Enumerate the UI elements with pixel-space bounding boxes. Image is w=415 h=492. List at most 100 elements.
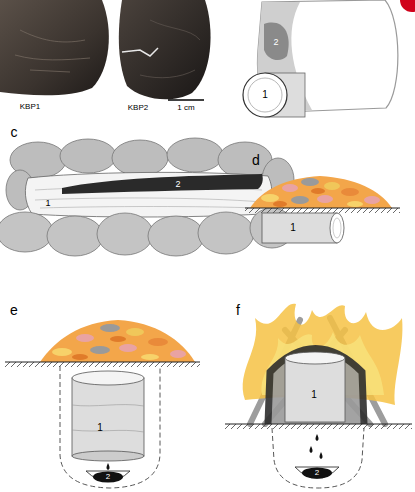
leaf-pile-d-part [261, 194, 279, 202]
leaf-pile-d-part [301, 178, 319, 186]
ground-line [245, 208, 400, 213]
stone-hearth-front-part [97, 213, 153, 255]
tar-photo-kbp1-part [15, 30, 90, 72]
ground-line-part [245, 208, 400, 213]
leaf-pile-e-part [141, 354, 159, 360]
callout-number: 2 [175, 180, 180, 189]
callout-number: 1 [45, 199, 50, 208]
callout-number: 2 [315, 469, 319, 477]
tar-drops-part [320, 452, 323, 459]
leaf-pile-d-part [282, 184, 298, 192]
ground-line-part [5, 362, 200, 363]
panel-letter: e [10, 303, 18, 317]
tar-photo-kbp2 [119, 0, 211, 99]
collecting-dish [295, 467, 339, 479]
leaf-pile-e-part [72, 354, 88, 360]
leaf-pile-e-part [40, 320, 195, 362]
leaf-pile-e-part [90, 346, 110, 354]
leaf-pile-e [40, 320, 195, 362]
collecting-dish-part [93, 472, 123, 483]
heated-log [285, 352, 345, 422]
callout-number: 1 [262, 90, 268, 100]
upright-log-part [72, 378, 144, 456]
tar-sketch-part [243, 73, 287, 117]
ground-line-part [225, 424, 412, 425]
ground-line [5, 362, 200, 367]
stone-hearth-front [0, 208, 294, 256]
leaf-pile-e-part [148, 338, 168, 346]
upright-log-part [72, 371, 144, 385]
leaf-pile-e-part [52, 348, 72, 356]
scale-label: 1 cm [177, 104, 194, 112]
leaf-pile-e-part [170, 350, 186, 358]
stone-hearth-part [60, 139, 116, 173]
tar-photo-kbp2-part [119, 0, 211, 99]
panel-letter: d [252, 153, 260, 167]
ash-mound [268, 349, 364, 425]
leaf-pile-d-part [250, 176, 392, 208]
heated-log-part [285, 352, 345, 364]
leaf-pile-e-part [100, 324, 120, 332]
tar-photo-kbp2-part [140, 20, 200, 78]
wood-log [25, 172, 271, 217]
collecting-dish [86, 471, 130, 483]
specimen-label: KBP2 [128, 104, 148, 112]
panel-letter: c [11, 125, 18, 139]
tar-sketch-part [264, 23, 289, 60]
callout-number: 2 [106, 473, 110, 481]
leaf-pile-d-part [347, 201, 363, 207]
ground-line-part [245, 208, 400, 209]
leaf-pile-d-part [341, 188, 359, 196]
tar-sketch [243, 0, 398, 117]
buried-log [262, 213, 344, 243]
heated-log-part [285, 358, 345, 422]
tar-photo-kbp2-part [122, 48, 158, 56]
callout-number: 2 [273, 38, 278, 47]
stone-hearth-front-part [148, 216, 204, 256]
callout-number: 1 [97, 423, 103, 433]
wood-log-part [25, 172, 271, 217]
panel-letter: f [236, 303, 240, 317]
collecting-dish-part [295, 467, 339, 479]
collecting-dish-part [302, 468, 332, 479]
leaf-pile-e-part [119, 344, 137, 352]
stone-hearth-front-part [47, 216, 103, 256]
stone-hearth-front-part [0, 212, 53, 252]
callout-number: 1 [311, 390, 317, 400]
leaf-pile-d-part [273, 201, 287, 207]
callout-number: 1 [290, 223, 296, 233]
buried-log-part [262, 213, 337, 243]
leaf-pile-d-part [311, 188, 325, 194]
upright-log-part [72, 451, 144, 461]
collecting-dish-part [86, 471, 130, 482]
wood-log-part [62, 174, 263, 194]
leaf-pile-d [250, 176, 392, 208]
buried-log-part [333, 218, 341, 238]
tar-photo-kbp1-part [0, 0, 109, 95]
upright-log [72, 371, 144, 461]
upright-log-part [72, 405, 144, 432]
panel-marker [400, 0, 415, 12]
stone-hearth-part [112, 140, 168, 176]
pit-outline [60, 366, 160, 488]
ground-line [225, 424, 412, 429]
ground-line-part [225, 424, 412, 429]
tar-sketch-part [248, 78, 282, 112]
leaf-pile-e-part [110, 336, 126, 342]
buried-log-part [330, 213, 344, 243]
leaf-pile-e-part [126, 328, 144, 336]
leaf-pile-d-part [364, 196, 380, 204]
leaf-pile-d-part [324, 182, 340, 190]
leaf-pile-e-part [76, 334, 94, 342]
leaf-pile-d-part [317, 195, 333, 203]
stone-hearth-front-part [198, 212, 254, 254]
leaf-pile-d-part [291, 196, 309, 204]
stone-hearth-part [167, 138, 223, 172]
tar-drop [107, 463, 110, 470]
tar-drops [310, 434, 323, 459]
scale-bar [168, 99, 204, 101]
pit-outline [272, 428, 364, 488]
ground-line-part [5, 362, 200, 367]
